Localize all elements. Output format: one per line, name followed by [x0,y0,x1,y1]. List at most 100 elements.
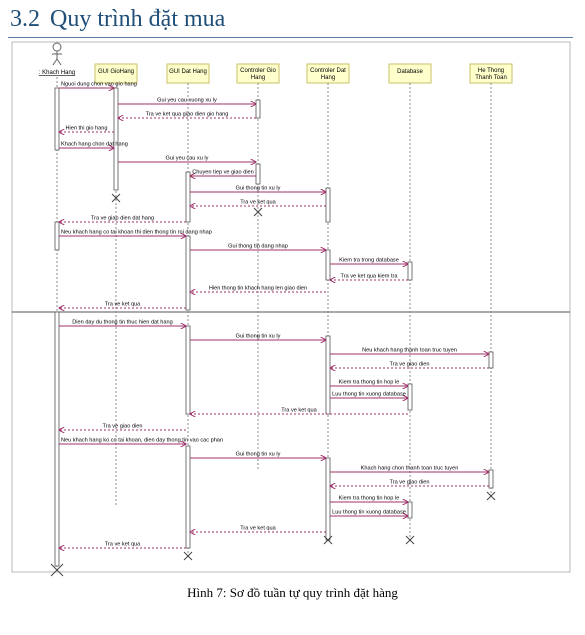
message-label: Neu khach hang co tai khoan thi dien tho… [61,230,212,236]
message-27: Khach hang chon thanh toan truc tuyen [330,466,489,473]
lifeline-2: GUI Dat Hang [166,63,210,558]
message-11: Neu khach hang co tai khoan thi dien tho… [59,230,212,237]
message-26: Gui thong tin xu ly [190,452,326,459]
activation-bar [255,99,261,119]
message-label: Tra ve ket qua [240,526,276,532]
section-title: Quy trình đặt mua [50,6,226,32]
message-13: Kiem tra trong database [330,258,408,265]
message-label: Hien thi gio hang [66,126,108,132]
activation-bar [185,445,191,549]
message-label: Tra ve giao dien [390,480,430,486]
participant-label: GUI Dat Hang [169,69,207,75]
activation-bar [325,335,331,415]
message-22: Luu thong tin xuong database [330,392,408,399]
participant-label: Database [397,69,423,75]
actor-leg-right [56,58,62,66]
destroy-marker-icon [183,551,193,561]
message-label: Nguoi dung chon vao gio hang [61,82,137,88]
message-16: Tra ve ket qua [59,302,186,309]
message-label: Kiem tra trong database [339,258,399,264]
message-label: Tra ve giao dien [103,424,143,430]
activation-bar [325,187,331,223]
activation-bar [407,261,413,281]
message-label: Neu khach hang thanh toan truc tuyen [362,348,457,354]
diagram-frame [11,41,571,573]
activation-bar [407,501,413,519]
message-label: Tra ve giao dien dat hang [91,216,154,222]
destroy-marker-icon [111,193,121,203]
message-label: Tra ve giao dien [390,362,430,368]
stick-figure-actor-icon [52,42,62,66]
activation-bar [54,221,60,251]
message-8: Gui thong tin xu ly [190,186,326,193]
message-6: Gui yeu cau xu ly [118,156,256,163]
destroy-marker-icon [323,535,333,545]
message-label: Gui thong tin xu ly [236,186,281,192]
activation-bar [54,311,60,567]
activation-bar [54,87,60,151]
message-label: Neu khach hang ko co tai khoan, dien day… [61,438,223,444]
activation-bar [185,171,191,223]
message-12: Gui thong tin dang nhap [190,244,326,251]
activation-bar [113,87,119,191]
message-1: Nguoi dung chon vao gio hang [59,82,137,89]
destroy-marker-icon [405,535,415,545]
message-label: Gui thong tin xu ly [236,452,281,458]
message-label: Hien thong tin khach hang len giao dien [209,286,307,292]
message-5: Khach hang chon dat hang [59,142,128,149]
message-label: Gui thong tin dang nhap [228,244,288,250]
message-21: Kiem tra thong tin hop le [330,380,408,387]
message-9: Tra ve ket qua [190,200,326,207]
message-label: Gui thong tin xu ly [236,334,281,340]
destroy-marker-icon [253,207,263,217]
message-20: Tra ve giao dien [330,362,489,369]
message-28: Tra ve giao dien [330,480,489,487]
message-18: Gui thong tin xu ly [190,334,326,341]
message-3: Tra ve ket qua giao dien gio hang [118,112,256,119]
message-4: Hien thi gio hang [59,126,114,133]
actor-label: : Khach Hang [39,70,75,76]
message-label: Khach hang chon dat hang [61,142,128,148]
message-31: Tra ve ket qua [190,526,326,533]
activation-bar [325,457,331,541]
message-32: Tra ve ket qua [59,542,186,549]
section-heading: 3.2 Quy trình đặt mua [10,6,225,33]
activation-bar [407,383,413,411]
message-7: Chuyen tiep ve giao dien [190,170,256,177]
message-label: Gui yeu cau xu ly [166,156,209,162]
activation-bar [255,163,261,185]
message-15: Hien thong tin khach hang len giao dien [190,286,326,293]
section-number: 3.2 [10,6,40,32]
activation-bar [185,235,191,311]
heading-rule [8,37,573,38]
message-label: Tra ve ket qua [105,542,141,548]
message-label: Kiem tra thong tin hop le [339,380,400,386]
message-30: Luu thong tin xuong database [330,510,408,517]
message-label: Gui yeu cau xuong xu ly [157,98,217,104]
participant-label: GUI GioHang [98,69,134,75]
message-label: Khach hang chon thanh toan truc tuyen [361,466,459,472]
message-label: Kiem tra thong tin hop le [339,496,400,502]
message-2: Gui yeu cau xuong xu ly [118,98,256,105]
message-10: Tra ve giao dien dat hang [59,216,186,223]
activation-bar [488,469,494,489]
message-label: Luu thong tin xuong database [332,392,406,398]
message-23: Tra ve ket qua [190,408,408,415]
activation-bar [325,249,331,281]
lifeline-1: GUI GioHang [94,63,138,505]
message-25: Neu khach hang ko co tai khoan, dien day… [59,438,223,445]
message-label: Luu thong tin xuong database [332,510,406,516]
message-29: Kiem tra thong tin hop le [330,496,408,503]
message-19: Neu khach hang thanh toan truc tuyen [330,348,489,355]
activation-bar [185,325,191,415]
message-label: Dien day du thong tin thuc hien dat hang [72,320,172,326]
message-label: Tra ve ket qua [240,200,276,206]
figure-caption: Hình 7: Sơ đồ tuần tự quy trình đặt hàng [187,585,398,600]
